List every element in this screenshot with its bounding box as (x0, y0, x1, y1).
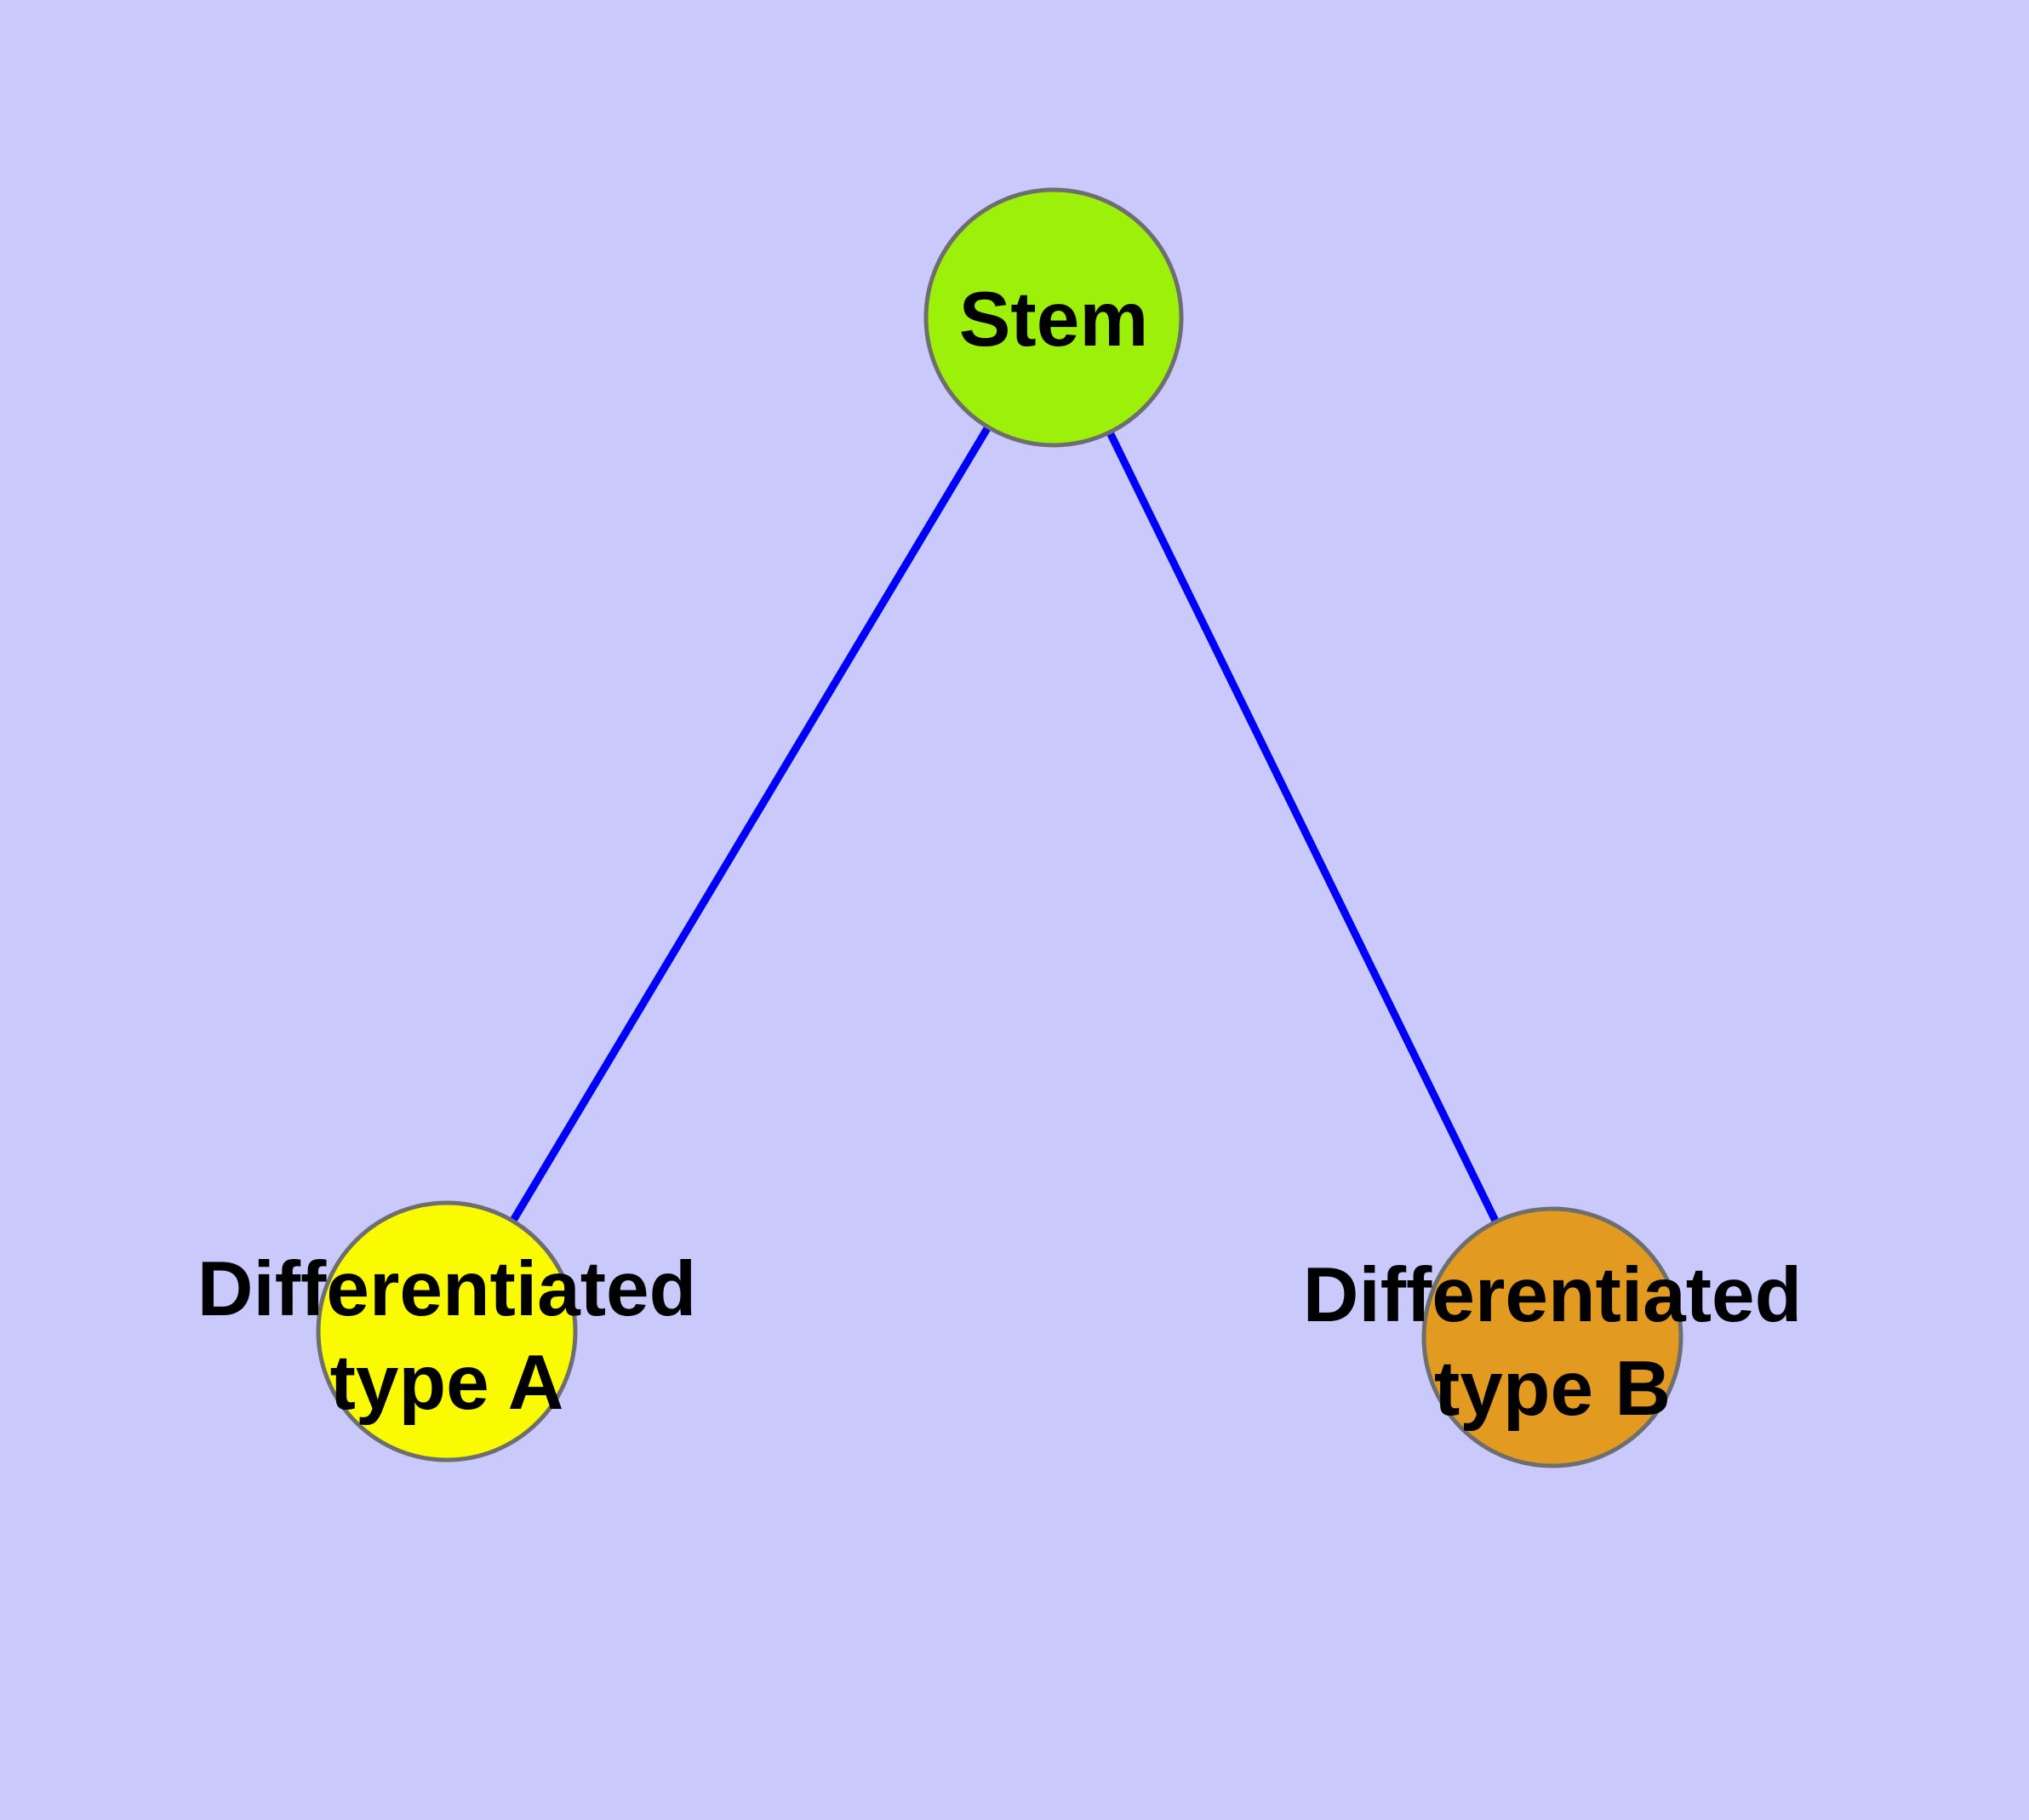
edge-stem-to-type-a (443, 313, 1058, 1336)
node-label-differentiated-type-a-line2: type A (330, 1340, 564, 1426)
node-differentiated-type-a (316, 1200, 578, 1462)
node-label-differentiated-type-b-line2: type B (1434, 1346, 1671, 1432)
node-stem (923, 187, 1184, 448)
node-label-differentiated-type-b-line1: Differentiated (1303, 1252, 1803, 1338)
node-differentiated-type-b (1421, 1206, 1683, 1468)
node-label-stem: Stem (959, 277, 1149, 363)
edge-stem-to-type-b (1049, 313, 1557, 1342)
node-label-differentiated-type-a-line1: Differentiated (197, 1246, 697, 1332)
